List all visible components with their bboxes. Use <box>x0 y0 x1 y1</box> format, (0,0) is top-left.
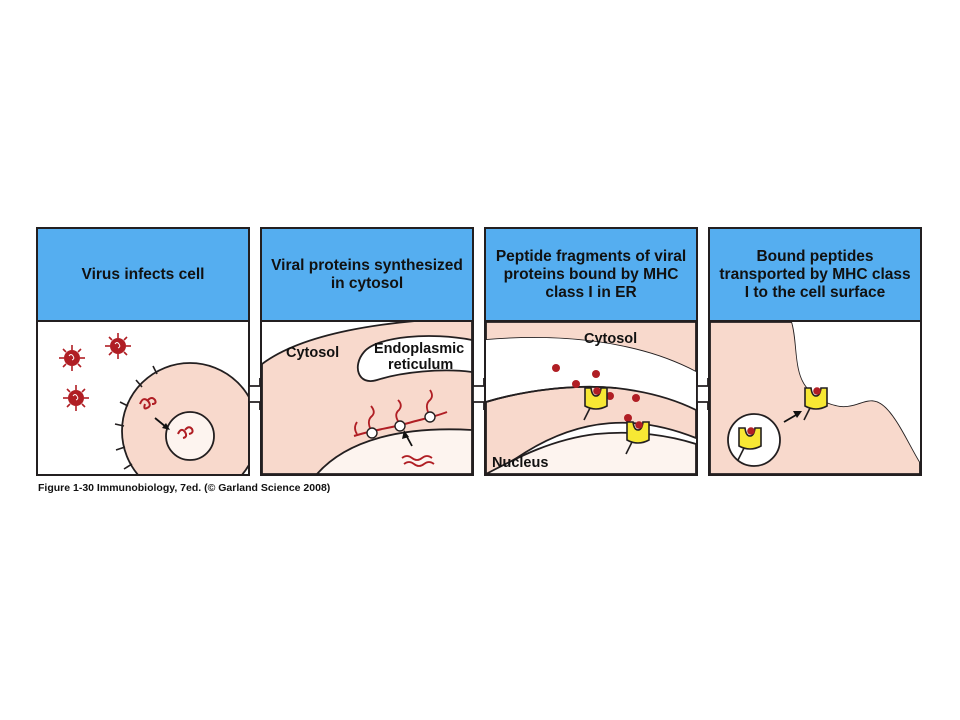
er-label-line2: reticulum <box>388 357 454 373</box>
nucleus-label: Nucleus <box>492 455 549 471</box>
er-label-line1: Endoplasmic <box>374 341 465 357</box>
panel-illustration: Cytosol Nucleus <box>486 322 696 474</box>
surface-transport-illustration <box>710 322 920 474</box>
export-arrow-icon <box>402 430 413 447</box>
panel-peptide-fragments: Peptide fragments of viral proteins boun… <box>484 227 698 476</box>
endoplasmic-reticulum <box>356 335 472 382</box>
panel-header: Bound peptides transported by MHC class … <box>710 229 920 322</box>
cytosol-label: Cytosol <box>584 331 638 347</box>
panel-title: Viral proteins synthesized in cytosol <box>271 256 463 292</box>
panel-illustration <box>38 322 248 474</box>
surface-mhc-icon <box>803 387 828 421</box>
entering-virus-icon <box>139 397 157 410</box>
nuclear-mrna-icon <box>401 455 435 467</box>
panel-header: Peptide fragments of viral proteins boun… <box>486 229 696 322</box>
virus-particles <box>59 333 157 411</box>
panel-title: Virus infects cell <box>81 265 205 283</box>
ribosomes <box>366 411 436 439</box>
panel-viral-proteins: Viral proteins synthesized in cytosol <box>260 227 474 476</box>
cytosol-label: Cytosol <box>286 345 340 361</box>
panel-illustration <box>710 322 920 474</box>
entry-arrow-icon <box>154 417 170 430</box>
virus-infection-illustration <box>59 333 248 474</box>
transport-arrow-icon <box>783 411 802 423</box>
peptide-dots <box>552 364 640 422</box>
mhc-icon <box>583 387 608 421</box>
panel-header: Viral proteins synthesized in cytosol <box>262 229 472 322</box>
panel-title: Peptide fragments of viral proteins boun… <box>495 247 687 301</box>
er-peptide-illustration <box>486 322 696 474</box>
panel-surface-transport: Bound peptides transported by MHC class … <box>708 227 922 476</box>
panel-virus-infects: Virus infects cell <box>36 227 250 476</box>
mhc-class-i-molecules <box>583 387 650 455</box>
panel-title: Bound peptides transported by MHC class … <box>719 247 911 301</box>
mhc-icon <box>737 427 762 461</box>
extracellular-space <box>792 322 920 462</box>
panel-header: Virus infects cell <box>38 229 248 322</box>
panel-illustration: Cytosol Endoplasmic reticulum <box>262 322 472 474</box>
membrane-receptors <box>114 365 158 470</box>
virus-icon <box>63 385 89 411</box>
figure-caption: Figure 1-30 Immunobiology, 7ed. (© Garla… <box>38 482 331 494</box>
virus-icon <box>59 345 85 371</box>
mhc-icon <box>625 421 650 455</box>
nucleus <box>165 411 215 461</box>
protein-synthesis-illustration <box>262 322 472 474</box>
nascent-peptides <box>354 389 433 435</box>
virus-icon <box>105 333 131 359</box>
viral-genome-icon <box>177 426 194 439</box>
